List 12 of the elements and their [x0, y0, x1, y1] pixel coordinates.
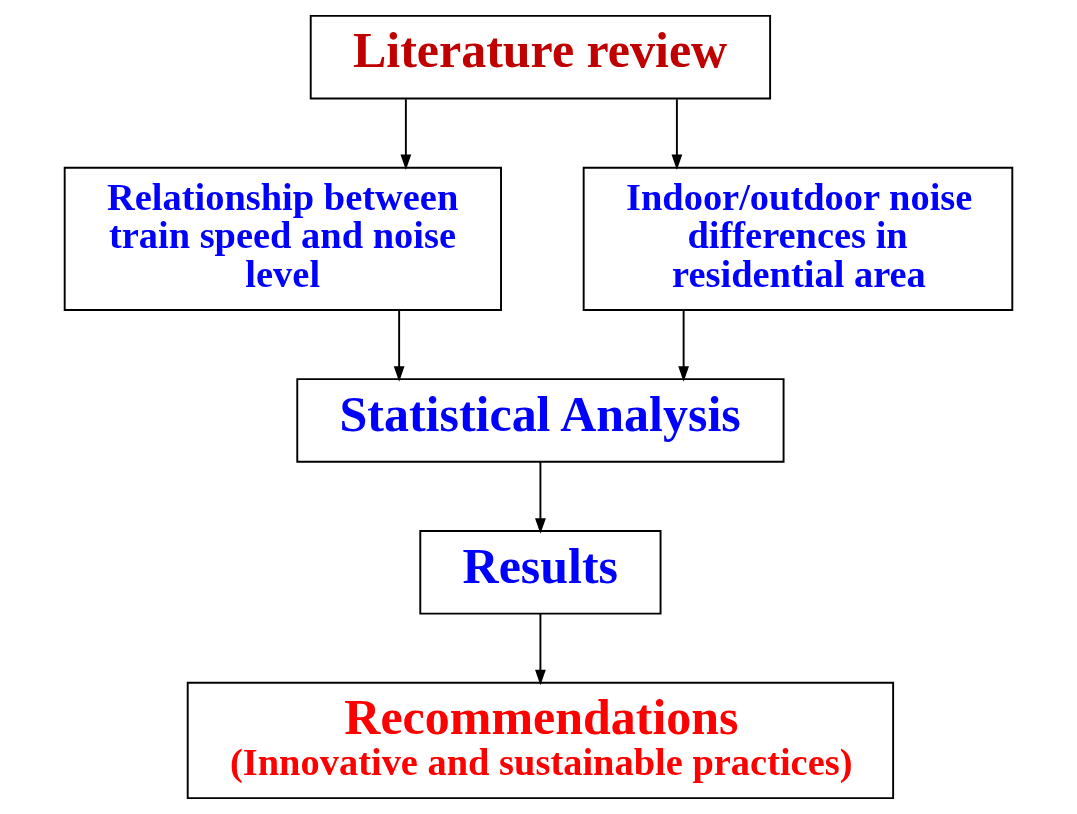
- arrow: [400, 98, 412, 170]
- arrow: [535, 461, 546, 534]
- arrow: [393, 309, 405, 382]
- node-box: Results: [419, 530, 662, 615]
- node-box: Recommendations (Innovative and sustainable practices): [186, 681, 895, 800]
- arrow: [678, 309, 689, 382]
- node-box: Indoor/outdoor noise differences in residential area: [582, 166, 1014, 311]
- arrow: [535, 612, 546, 686]
- node-box: Literature review: [309, 14, 772, 100]
- node-box: Statistical Analysis: [296, 378, 785, 463]
- node-box: Relationship between train speed and noise level: [63, 166, 502, 311]
- arrow: [671, 98, 683, 170]
